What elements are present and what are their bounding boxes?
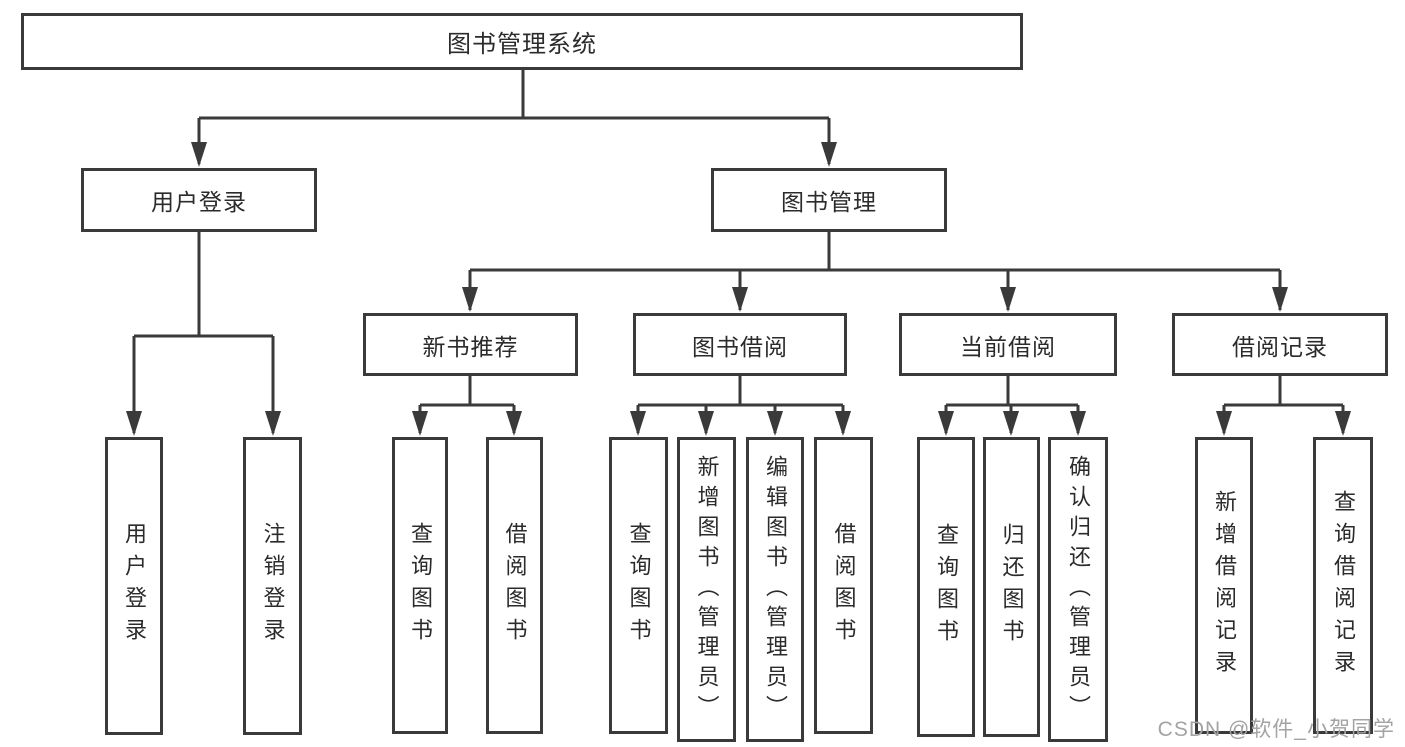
node-borrowing-records: 借阅记录 (1172, 313, 1388, 376)
leaf-query-books-recommend: 查询图书 (392, 437, 448, 734)
leaf-query-books-borrowing: 查询图书 (609, 437, 668, 734)
leaf-borrow-books-borrowing: 借阅图书 (814, 437, 873, 734)
leaf-add-book-admin: 新增图书（管理员） (677, 437, 736, 742)
leaf-query-borrow-record: 查询借阅记录 (1313, 437, 1373, 734)
leaf-edit-book-admin: 编辑图书（管理员） (746, 437, 804, 742)
csdn-watermark: CSDN @软件_小贺同学 (1157, 718, 1395, 741)
leaf-query-books-current: 查询图书 (917, 437, 975, 737)
arrowheads (126, 142, 1351, 436)
leaf-logout: 注销登录 (243, 437, 302, 735)
node-library-management-system: 图书管理系统 (21, 13, 1023, 70)
node-book-management: 图书管理 (711, 168, 947, 232)
node-new-book-recommend: 新书推荐 (363, 313, 578, 376)
leaf-borrow-books-recommend: 借阅图书 (486, 437, 543, 734)
node-book-borrowing: 图书借阅 (633, 313, 847, 376)
node-user-login: 用户登录 (81, 168, 317, 232)
leaf-return-book: 归还图书 (983, 437, 1040, 737)
leaf-user-login: 用户登录 (105, 437, 163, 735)
leaf-add-borrow-record: 新增借阅记录 (1195, 437, 1253, 734)
leaf-confirm-return-admin: 确认归还（管理员） (1048, 437, 1108, 742)
node-current-borrowing: 当前借阅 (899, 313, 1117, 376)
